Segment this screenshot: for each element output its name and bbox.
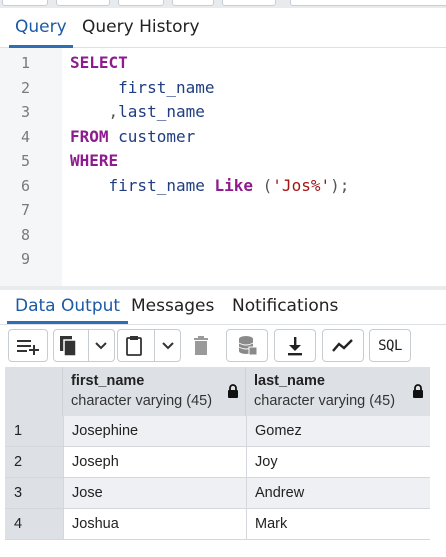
sql-label: SQL: [378, 337, 402, 354]
toolbar-button-partial[interactable]: [56, 0, 110, 6]
cell-last-name[interactable]: Mark: [246, 509, 430, 539]
query-tab-bar: Query Query History: [0, 8, 446, 48]
sql-token: (: [253, 175, 273, 195]
line-number: 6: [20, 176, 30, 195]
sql-keyword: Like: [214, 175, 254, 195]
save-data-button[interactable]: [226, 329, 268, 362]
add-row-icon: [17, 339, 39, 355]
sql-token: last_name: [118, 102, 205, 121]
paste-icon: [126, 335, 142, 356]
paste-button-group[interactable]: [117, 329, 181, 362]
line-number: 5: [20, 152, 30, 170]
line-number: 4: [20, 127, 30, 146]
lock-icon: [413, 384, 423, 398]
panel-divider[interactable]: [0, 286, 446, 290]
split-divider: [88, 330, 89, 361]
column-type: character varying (45): [254, 393, 396, 409]
toolbar-button-partial[interactable]: [118, 0, 164, 6]
column-name: last_name: [254, 373, 325, 389]
database-save-icon: [238, 335, 258, 355]
code-line[interactable]: SELECT: [70, 53, 128, 72]
line-number-gutter: [0, 48, 62, 286]
sql-token: );: [330, 175, 350, 195]
toolbar-button-partial[interactable]: [222, 0, 276, 6]
copy-button-group[interactable]: [53, 329, 115, 362]
row-number[interactable]: 4: [5, 509, 63, 539]
column-header-first-name[interactable]: first_name character varying (45): [63, 367, 246, 416]
cell-first-name[interactable]: Joseph: [63, 447, 246, 477]
code-line[interactable]: first_name Like ('Jos%');: [70, 175, 350, 195]
cell-last-name[interactable]: Joy: [246, 447, 430, 477]
sql-token: first_name: [70, 175, 215, 195]
toolbar-select-partial[interactable]: [290, 0, 446, 6]
toolbar-button-partial[interactable]: [172, 0, 214, 6]
tab-data-output[interactable]: Data Output: [6, 290, 129, 324]
sql-token: customer: [108, 126, 196, 146]
row-number[interactable]: 1: [5, 416, 63, 446]
cell-last-name[interactable]: Gomez: [246, 416, 430, 446]
copy-icon: [60, 335, 77, 357]
code-line[interactable]: first_name: [70, 77, 215, 97]
tab-messages[interactable]: Messages: [131, 296, 215, 316]
cell-first-name[interactable]: Joshua: [63, 509, 246, 539]
add-row-button[interactable]: [8, 329, 48, 362]
split-divider: [154, 330, 155, 361]
line-number: 8: [20, 225, 30, 244]
line-number: 2: [20, 78, 30, 97]
sql-token: first_name: [70, 77, 215, 97]
cell-last-name[interactable]: Andrew: [246, 478, 430, 508]
code-line[interactable]: WHERE: [70, 151, 118, 170]
trash-icon: [194, 335, 208, 355]
line-number: 7: [20, 201, 30, 219]
result-toolbar: SQL: [0, 325, 446, 367]
line-number: 1: [20, 54, 30, 72]
download-button[interactable]: [274, 329, 316, 362]
toolbar-button-partial[interactable]: [2, 0, 48, 6]
row-number[interactable]: 2: [5, 447, 63, 477]
graph-visualiser-button[interactable]: [322, 329, 364, 362]
line-number: 3: [20, 103, 30, 121]
row-number[interactable]: 3: [5, 478, 63, 508]
chevron-down-icon[interactable]: [94, 340, 108, 352]
column-name: first_name: [71, 373, 145, 389]
line-number: 9: [20, 250, 30, 268]
cell-first-name[interactable]: Josephine: [63, 416, 246, 446]
cell-first-name[interactable]: Jose: [63, 478, 246, 508]
code-line[interactable]: FROM customer: [70, 127, 195, 146]
sql-keyword: SELECT: [70, 53, 128, 72]
chevron-down-icon[interactable]: [161, 340, 175, 352]
sql-string: 'Jos%': [272, 175, 331, 195]
lock-icon: [228, 384, 238, 398]
line-chart-icon: [332, 338, 353, 352]
top-toolbar-strip: [0, 0, 446, 8]
grid-corner[interactable]: [5, 367, 63, 416]
sql-keyword: FROM: [70, 126, 109, 146]
column-type: character varying (45): [71, 393, 213, 409]
download-icon: [288, 336, 302, 355]
column-header-last-name[interactable]: last_name character varying (45): [246, 367, 430, 416]
sql-button[interactable]: SQL: [369, 329, 411, 362]
sql-keyword: WHERE: [70, 151, 119, 170]
tab-query-history[interactable]: Query History: [82, 17, 200, 37]
output-tab-bar: Data Output Messages Notifications: [0, 290, 446, 325]
tab-notifications[interactable]: Notifications: [232, 296, 339, 316]
sql-token: ,: [70, 102, 119, 121]
delete-button[interactable]: [184, 329, 218, 362]
code-line[interactable]: ,last_name: [70, 102, 205, 121]
tab-query[interactable]: Query: [9, 8, 73, 48]
